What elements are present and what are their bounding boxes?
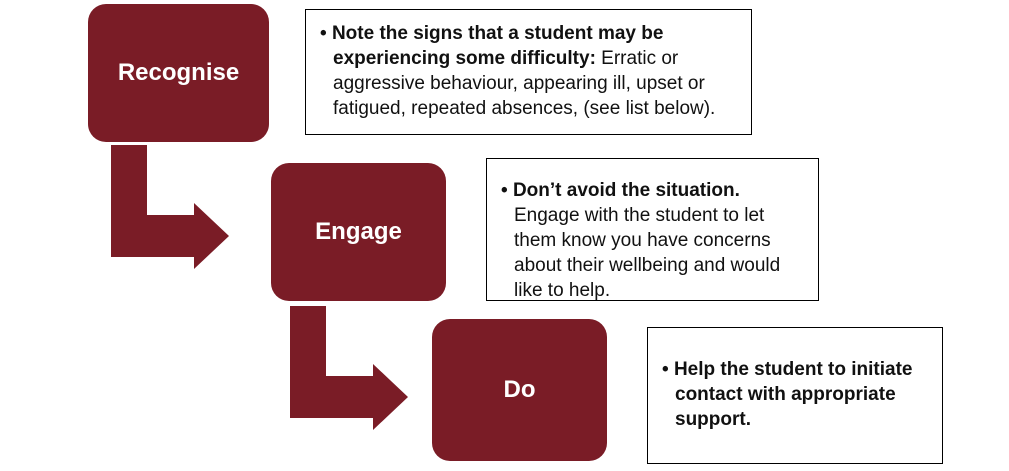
step-recognise: Recognise [88,4,269,142]
note-bold-text: Don’t avoid the situation. [512,180,740,201]
note-do: • Help the student to initiate contact w… [647,327,943,464]
arrow-recognise-to-engage [111,145,229,269]
bullet-icon: • [320,23,327,44]
step-label: Recognise [117,59,240,86]
step-do: Do [432,319,607,461]
note-text: Engage with the student to let them know… [514,205,781,301]
note-bold-text: Help the student to initiate contact wit… [673,359,913,430]
bullet-icon: • [662,359,669,380]
note-recognise: • Note the signs that a student may be e… [305,9,752,135]
note-bold-text: Note the signs that a student may be exp… [331,23,664,69]
step-label: Do [503,376,536,403]
step-label: Engage [315,218,402,245]
bullet-icon: • [501,180,508,201]
step-engage: Engage [271,163,446,301]
note-engage: • Don’t avoid the situation. Engage with… [486,158,819,301]
note-text: Erratic or aggressive behaviour, appeari… [333,48,716,119]
arrow-engage-to-do [290,306,408,430]
